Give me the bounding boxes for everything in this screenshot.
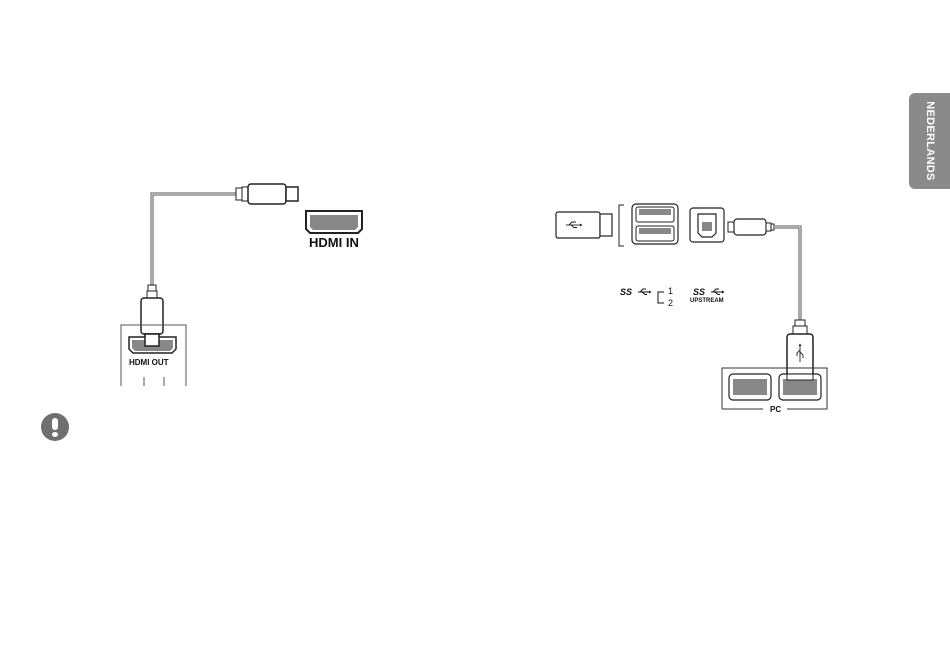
hdmi-out-source: [121, 325, 186, 386]
port-number-bracket: [658, 292, 664, 303]
usb-upstream-port: [690, 208, 724, 242]
hdmi-in-label: HDMI IN: [309, 235, 359, 250]
hdmi-cable: [152, 194, 236, 286]
port-group-bracket: [619, 205, 624, 246]
usb-trident-icon: [711, 289, 725, 295]
superspeed-logo-downstream: SS: [620, 287, 632, 297]
pc-label: PC: [770, 405, 781, 414]
hdmi-out-label: HDMI OUT: [129, 358, 169, 367]
language-tab[interactable]: NEDERLANDS: [909, 93, 950, 189]
usb-b-plug: [728, 219, 774, 235]
language-tab-label: NEDERLANDS: [924, 101, 936, 180]
port-number-2: 2: [668, 298, 673, 308]
hdmi-plug-top: [236, 184, 298, 204]
pc-box: [722, 368, 827, 409]
usb-trident-icon: [638, 289, 652, 295]
usb-downstream-ports: [632, 204, 678, 244]
upstream-label: UPSTREAM: [690, 298, 724, 304]
hdmi-in-port: [306, 211, 362, 233]
hdmi-connection-diagram: [121, 184, 362, 386]
superspeed-logo-upstream: SS: [693, 287, 705, 297]
usb-connection-diagram: [556, 204, 827, 409]
usb-a-plug-device: [556, 212, 612, 238]
port-number-1: 1: [668, 286, 673, 296]
important-note-icon: [41, 413, 69, 441]
usb-cable: [774, 227, 800, 320]
